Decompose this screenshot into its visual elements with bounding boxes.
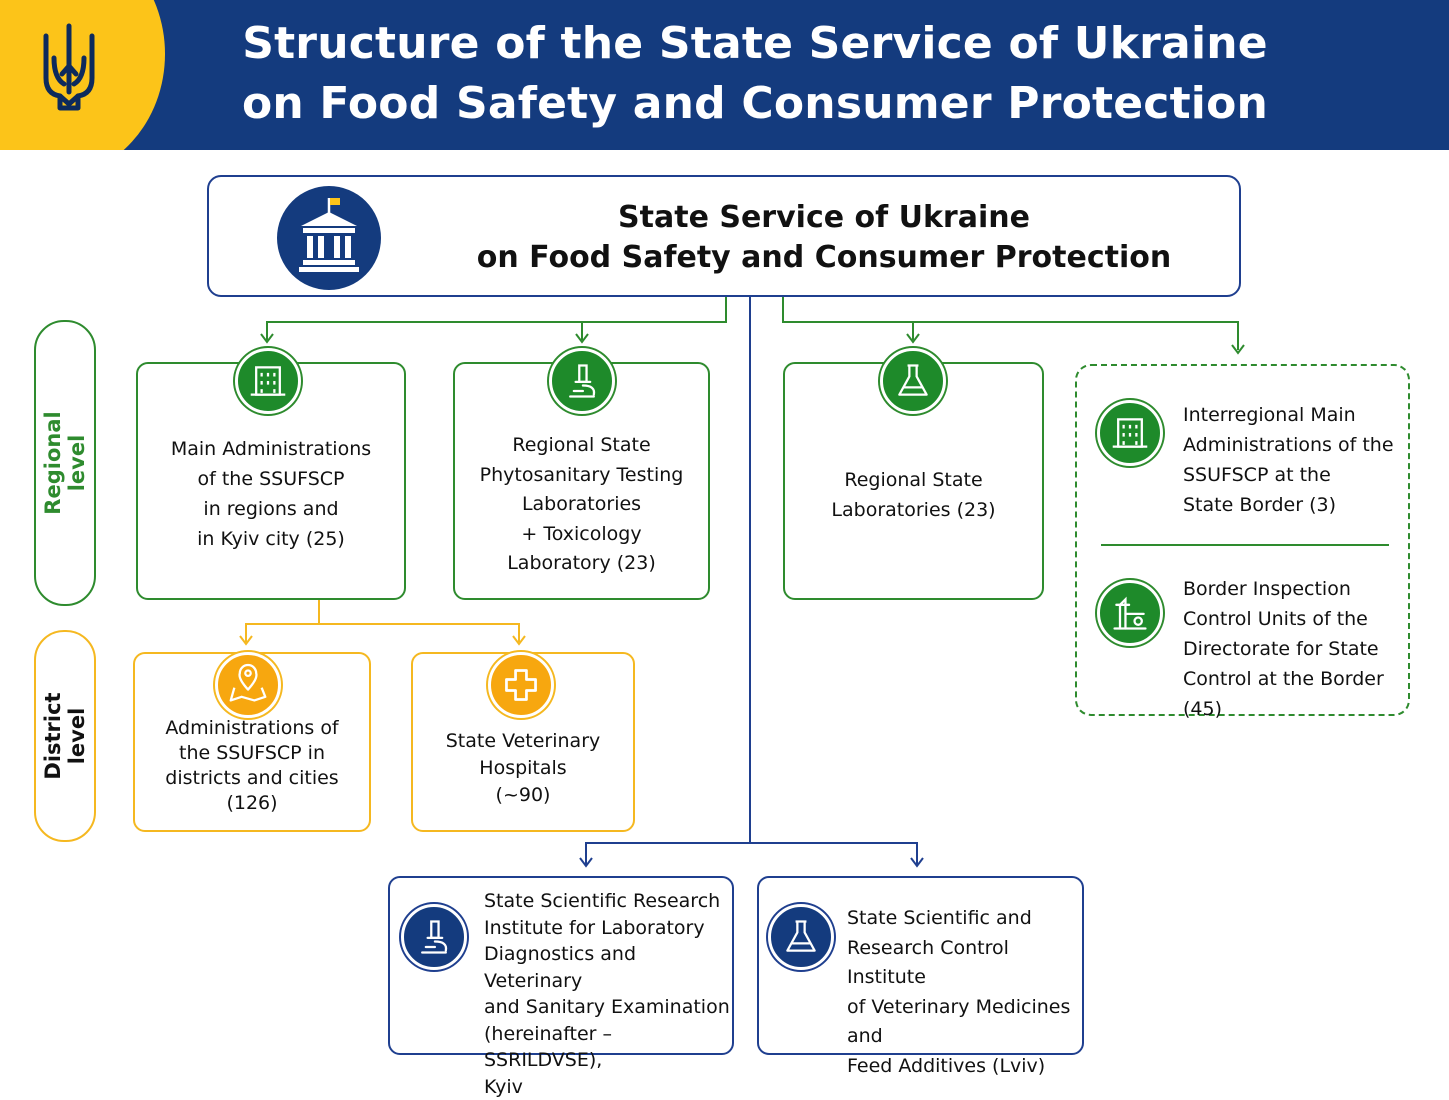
text-line: Main Administrations xyxy=(138,434,404,464)
text-line: of Veterinary Medicines and xyxy=(847,993,1082,1052)
ssrildvse-institute-text: State Scientific Research Institute for … xyxy=(484,888,732,1100)
text-line: Regional State xyxy=(785,465,1042,495)
text-line: (~90) xyxy=(413,782,633,809)
text-line: Diagnostics and Veterinary xyxy=(484,941,732,994)
flask-icon xyxy=(880,348,946,414)
phytosanitary-labs-text: Regional State Phytosanitary Testing Lab… xyxy=(455,431,708,579)
text-line: Laboratory (23) xyxy=(455,549,708,579)
text-line: State Veterinary xyxy=(413,728,633,755)
text-line: State Scientific and xyxy=(847,904,1082,934)
text-line: Kyiv xyxy=(484,1074,732,1100)
regional-level-label: Regional level xyxy=(34,320,96,606)
text-line: Control Units of the xyxy=(1183,604,1408,634)
microscope-icon xyxy=(549,348,615,414)
office-building-icon xyxy=(235,348,301,414)
flask-icon xyxy=(768,904,834,970)
regional-level-line-1: Regional xyxy=(41,411,65,514)
text-line: State Scientific Research xyxy=(484,888,732,915)
central-authority-line-2: on Food Safety and Consumer Protection xyxy=(409,238,1239,278)
text-line: Administrations of the xyxy=(1183,430,1394,460)
text-line: and Sanitary Examination xyxy=(484,994,732,1021)
regional-level-line-2: level xyxy=(65,411,89,514)
text-line: Border Inspection xyxy=(1183,574,1408,604)
text-line: (126) xyxy=(135,791,369,816)
text-line: in Kyiv city (25) xyxy=(138,524,404,554)
microscope-icon xyxy=(401,904,467,970)
map-pin-icon xyxy=(215,652,281,718)
text-line: of the SSUFSCP xyxy=(138,464,404,494)
central-authority-line-1: State Service of Ukraine xyxy=(409,198,1239,238)
text-line: districts and cities xyxy=(135,766,369,791)
district-level-label: District level xyxy=(34,630,96,842)
text-line: SSUFSCP at the xyxy=(1183,460,1394,490)
border-units-text: Border Inspection Control Units of the D… xyxy=(1183,574,1408,724)
text-line: Institute for Laboratory xyxy=(484,915,732,942)
text-line: Interregional Main xyxy=(1183,400,1394,430)
lviv-institute-text: State Scientific and Research Control In… xyxy=(847,904,1082,1081)
border-checkpoint-icon xyxy=(1097,580,1163,646)
text-line: Regional State xyxy=(455,431,708,461)
government-building-icon xyxy=(277,186,381,290)
text-line: Feed Additives (Lviv) xyxy=(847,1052,1082,1082)
main-administrations-text: Main Administrations of the SSUFSCP in r… xyxy=(138,434,404,554)
text-line: in regions and xyxy=(138,494,404,524)
text-line: Phytosanitary Testing xyxy=(455,461,708,491)
regional-state-labs-text: Regional State Laboratories (23) xyxy=(785,465,1042,525)
text-line: + Toxicology xyxy=(455,520,708,550)
central-authority-box: State Service of Ukraine on Food Safety … xyxy=(207,175,1241,297)
district-level-line-2: level xyxy=(65,692,89,779)
border-admin-text: Interregional Main Administrations of th… xyxy=(1183,400,1394,520)
text-line: Laboratories xyxy=(455,490,708,520)
text-line: Laboratories (23) xyxy=(785,495,1042,525)
text-line: State Border (3) xyxy=(1183,490,1394,520)
district-level-line-1: District xyxy=(41,692,65,779)
text-line: the SSUFSCP in xyxy=(135,741,369,766)
text-line: Directorate for State xyxy=(1183,634,1408,664)
veterinary-hospitals-text: State Veterinary Hospitals (~90) xyxy=(413,728,633,809)
text-line: Hospitals xyxy=(413,755,633,782)
text-line: Research Control Institute xyxy=(847,934,1082,993)
central-authority-title: State Service of Ukraine on Food Safety … xyxy=(409,198,1239,278)
district-administrations-text: Administrations of the SSUFSCP in distri… xyxy=(135,716,369,816)
text-line: Control at the Border (45) xyxy=(1183,664,1408,724)
office-building-icon xyxy=(1097,400,1163,466)
medical-cross-icon xyxy=(488,652,554,718)
text-line: (hereinafter – SSRILDVSE), xyxy=(484,1021,732,1074)
border-divider xyxy=(1101,544,1389,546)
text-line: Administrations of xyxy=(135,716,369,741)
